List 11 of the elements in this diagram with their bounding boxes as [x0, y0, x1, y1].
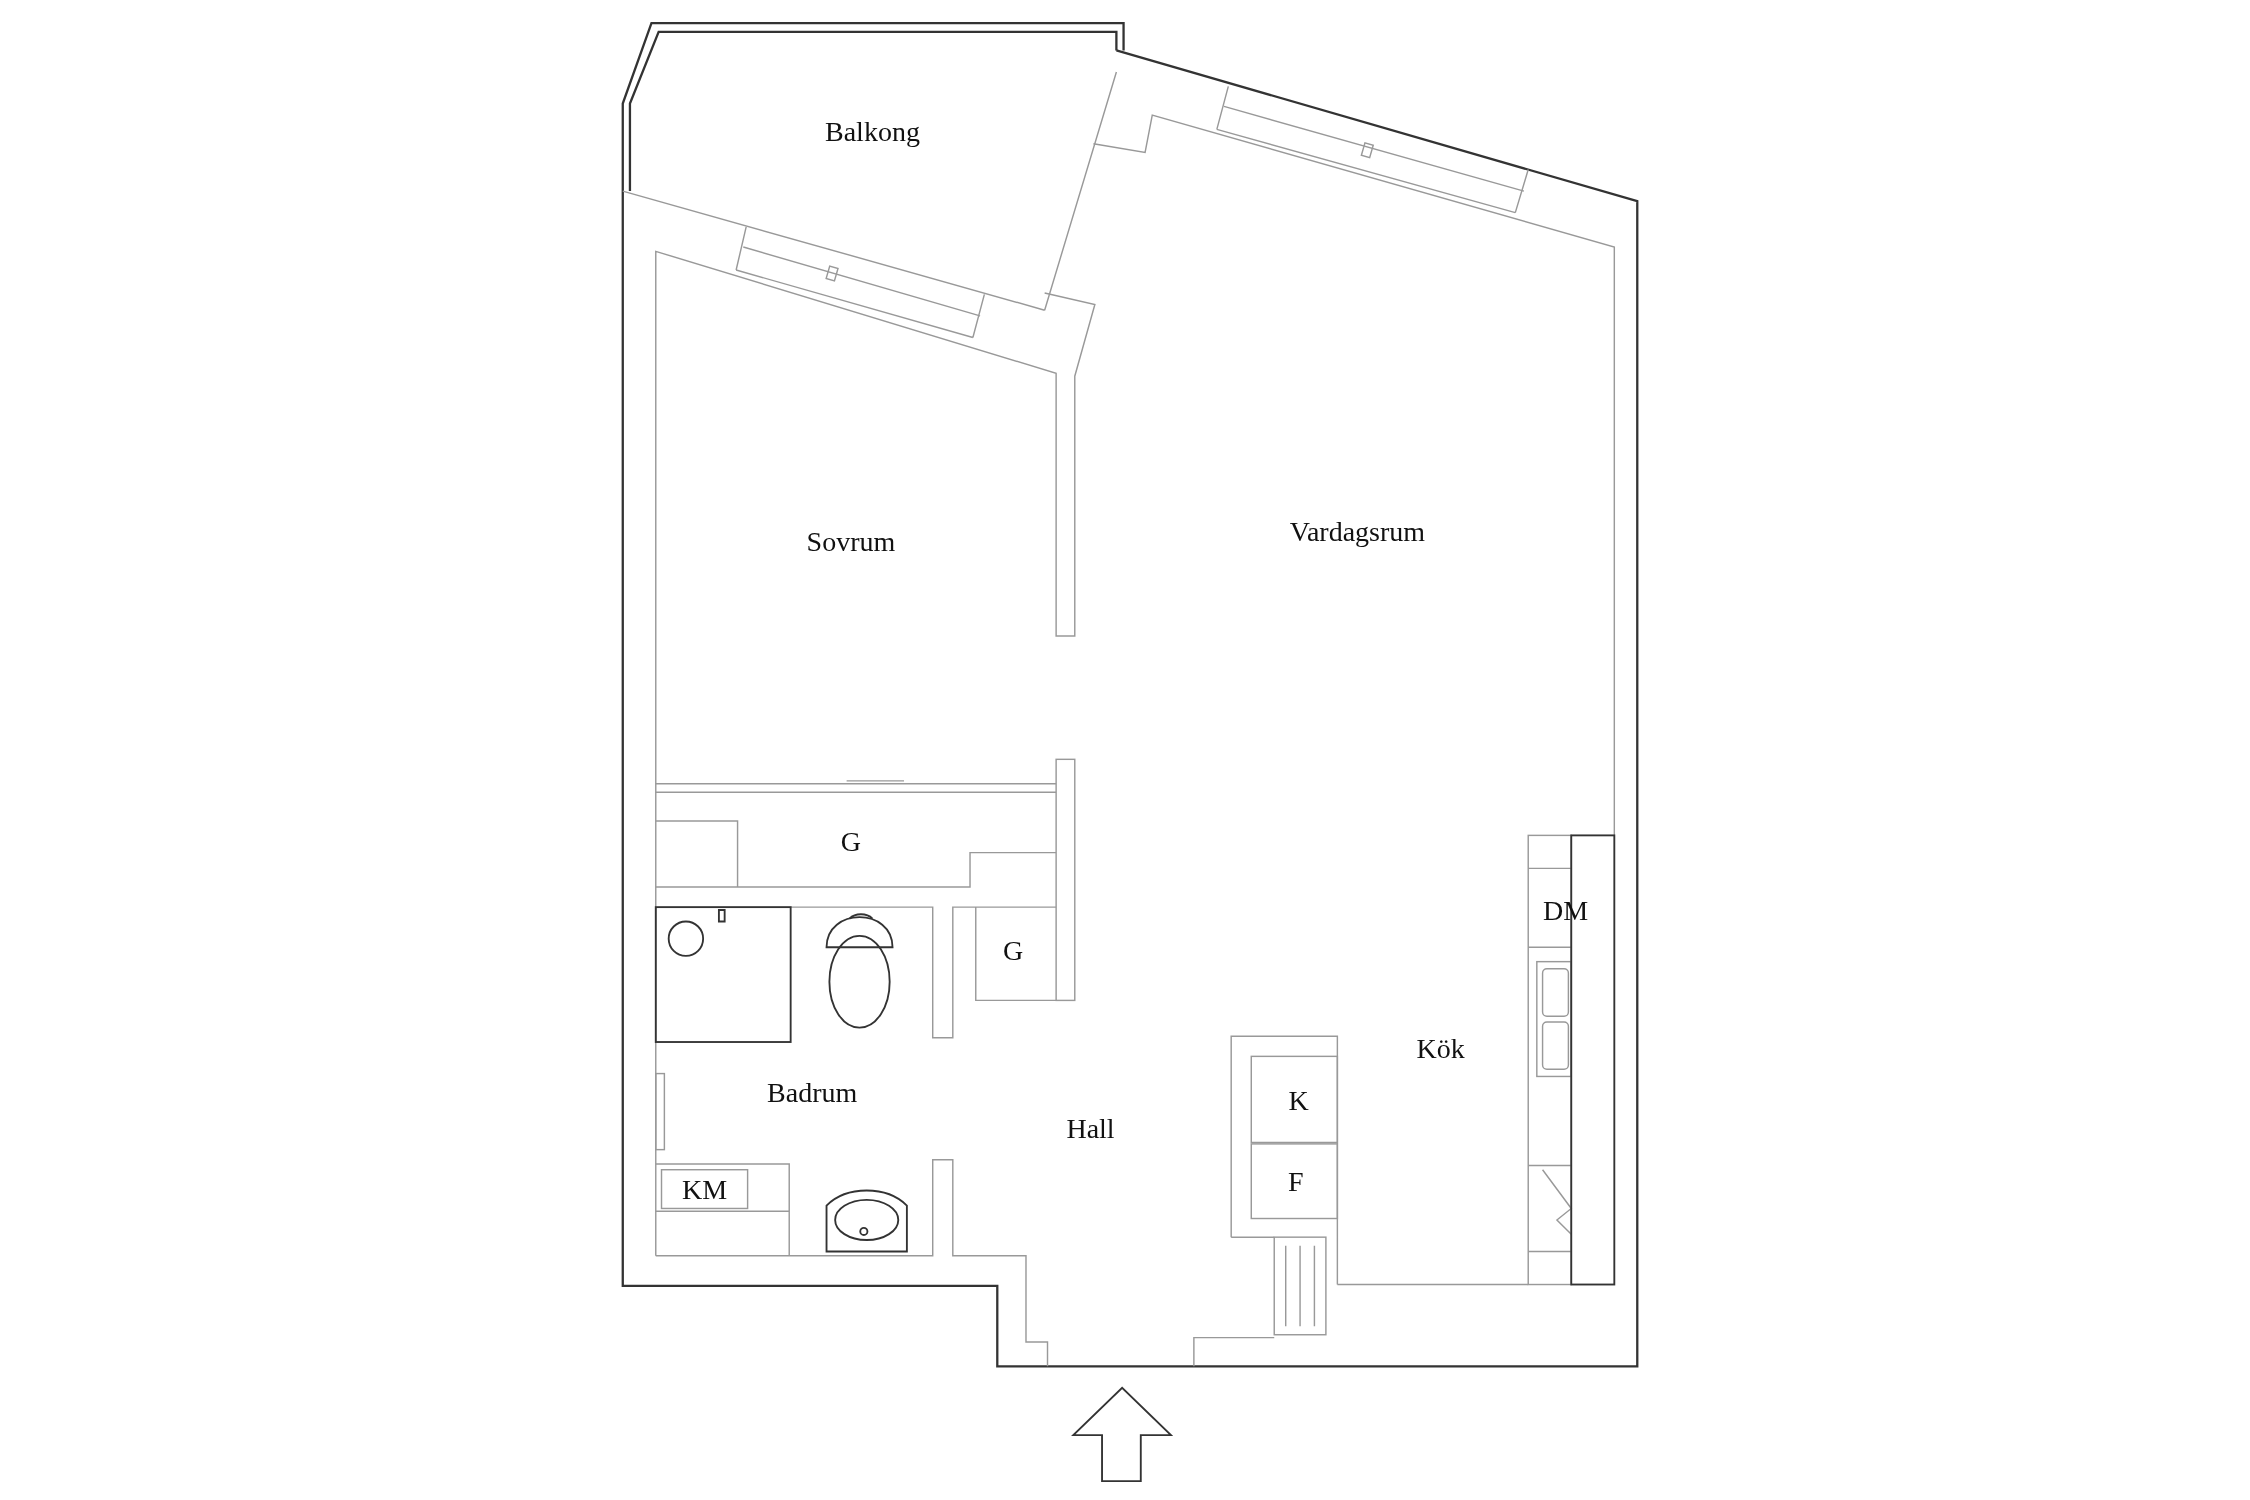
room-label: Balkong	[825, 118, 920, 146]
room-label: Hall	[1066, 1115, 1115, 1144]
room-label: G	[1002, 937, 1024, 966]
room-label: Badrum	[767, 1079, 858, 1108]
room-label: Kök	[1416, 1034, 1465, 1063]
room-label: G	[840, 828, 862, 857]
room-label: KM	[682, 1175, 728, 1204]
room-label: K	[1288, 1086, 1309, 1115]
room-label: Sovrum	[806, 528, 896, 557]
room-label: F	[1287, 1168, 1304, 1197]
room-label: Vardagsrum	[1289, 518, 1426, 547]
